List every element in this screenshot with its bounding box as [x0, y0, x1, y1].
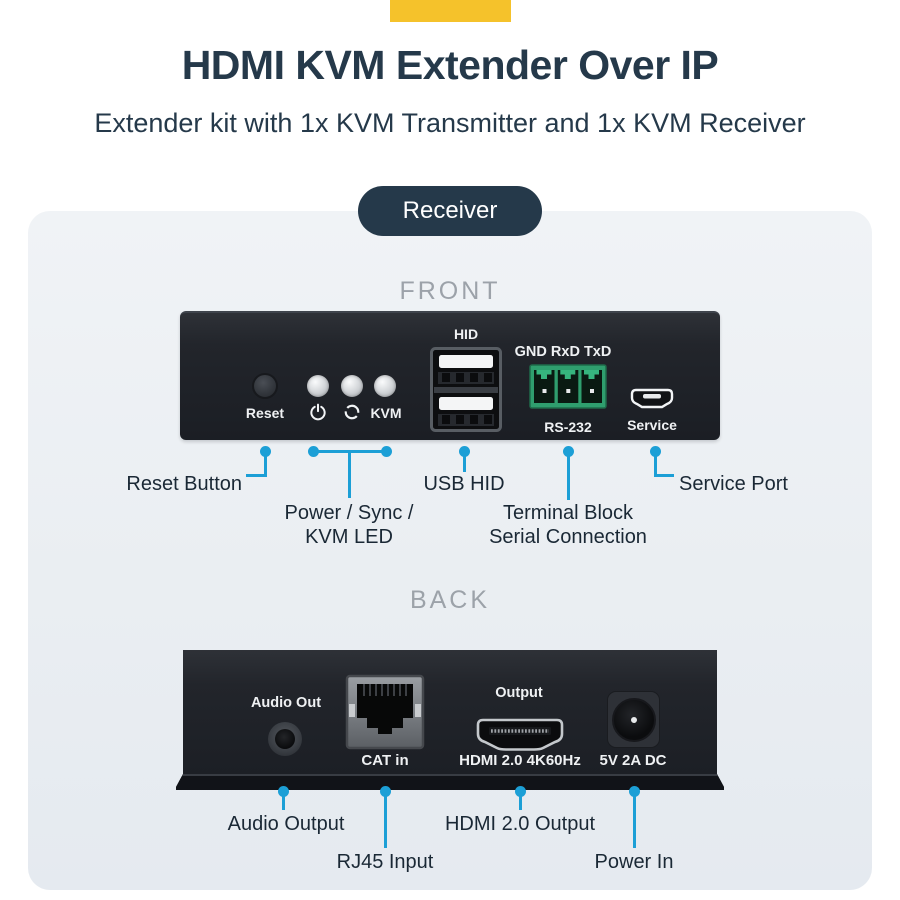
audio-out-label: Audio Out [250, 695, 322, 711]
callout-hdmi: HDMI 2.0 Output [444, 813, 596, 835]
page-subtitle: Extender kit with 1x KVM Transmitter and… [94, 108, 806, 138]
callout-rj45: RJ45 Input [336, 851, 434, 873]
callout-line-service2 [654, 474, 674, 477]
callout-leds-line2: KVM LED [305, 526, 393, 548]
cat-in-label: CAT in [361, 752, 409, 769]
serial-pins-label: GND RxD TxD [514, 344, 612, 360]
sync-icon [342, 402, 362, 427]
dc-jack-pin [630, 716, 637, 723]
kvm-led-label: KVM [370, 405, 402, 421]
back-section-label: BACK [409, 586, 491, 614]
callout-line-rj45 [383, 791, 387, 848]
hdmi-port-icon [476, 718, 564, 757]
accent-bar [390, 0, 511, 22]
callout-line-audio [281, 791, 285, 810]
callout-power: Power In [594, 851, 674, 873]
callout-line-reset2 [246, 474, 266, 477]
rj45-port-icon [345, 674, 425, 755]
callout-service: Service Port [679, 473, 788, 495]
callout-dot-leds-b [380, 445, 392, 457]
callout-line-leds2 [347, 451, 351, 498]
front-section-label: FRONT [399, 277, 501, 305]
callout-terminal-line2: Serial Connection [489, 526, 647, 548]
callout-terminal-line1: Terminal Block [502, 502, 634, 524]
receiver-tab[interactable]: Receiver [358, 186, 542, 236]
callout-line-terminal [566, 451, 570, 500]
page-title: HDMI KVM Extender Over IP [181, 42, 719, 88]
receiver-tab-label: Receiver [402, 197, 498, 224]
callout-line-power [632, 791, 636, 848]
kvm-led [374, 375, 396, 397]
dc-spec-label: 5V 2A DC [599, 752, 667, 769]
hdmi-spec-label: HDMI 2.0 4K60Hz [459, 752, 581, 769]
callout-line-usb [462, 451, 466, 472]
callout-usb: USB HID [423, 473, 505, 495]
reset-label: Reset [245, 405, 285, 421]
power-icon [308, 402, 328, 427]
callout-audio: Audio Output [227, 813, 345, 835]
micro-usb-port-icon [630, 388, 674, 415]
hid-label: HID [453, 326, 479, 342]
output-label: Output [495, 685, 543, 701]
callout-line-service [653, 451, 657, 477]
rs232-label: RS-232 [544, 419, 592, 435]
back-device: Audio Out [176, 650, 724, 790]
usb-dual-port-icon [430, 347, 502, 437]
callout-terminal: Terminal Block Serial Connection [468, 501, 668, 549]
front-device: Reset KVM HID [180, 311, 720, 440]
callout-line-hdmi [518, 791, 522, 810]
sync-led [341, 375, 363, 397]
audio-jack-hole [275, 729, 295, 749]
terminal-block-icon [529, 364, 607, 414]
service-label: Service [627, 417, 677, 433]
callout-leds: Power / Sync / KVM LED [249, 501, 449, 549]
reset-button [252, 373, 278, 399]
back-device-flange [176, 774, 724, 790]
callout-line-reset [263, 451, 267, 477]
callout-leds-line1: Power / Sync / [284, 502, 414, 524]
callout-reset: Reset Button [126, 473, 242, 495]
power-led [307, 375, 329, 397]
